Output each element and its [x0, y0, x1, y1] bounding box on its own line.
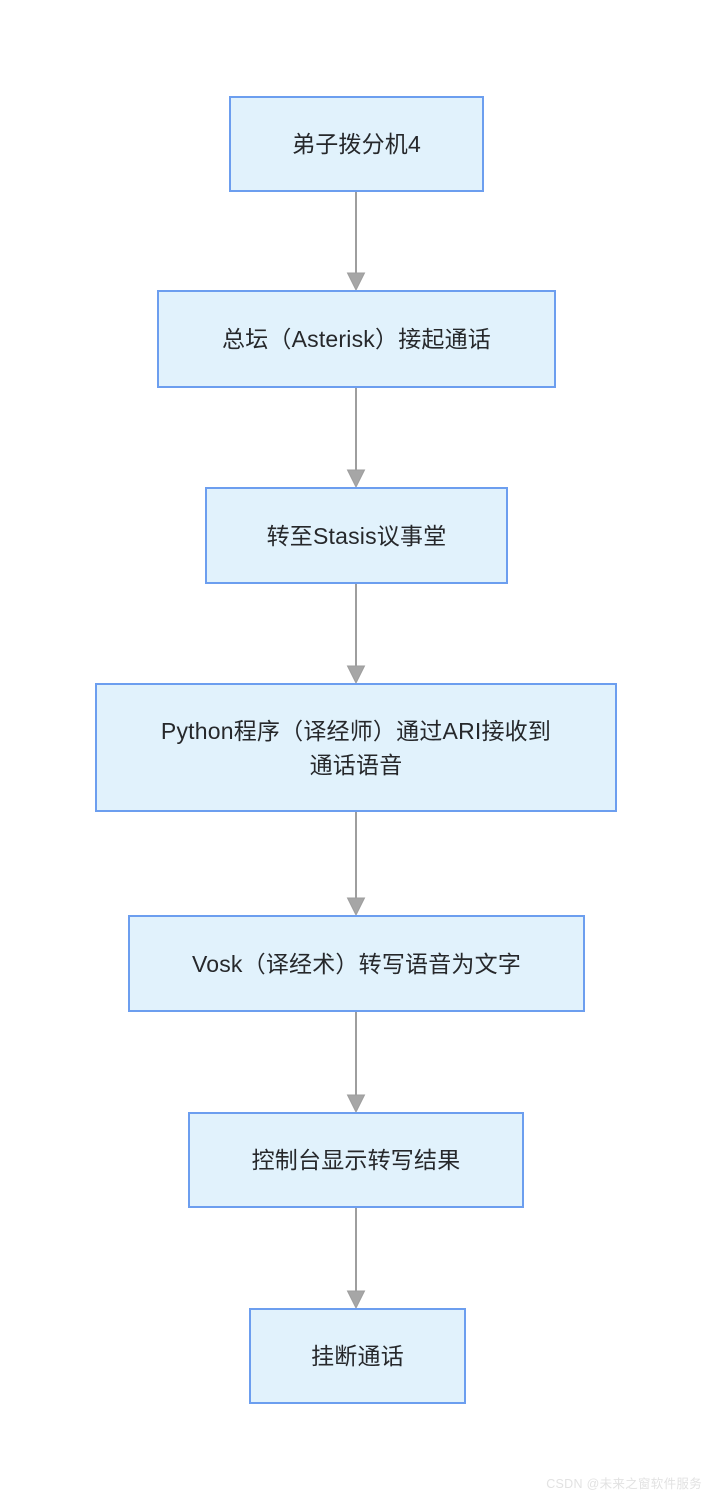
flow-node-label: 弟子拨分机4: [292, 131, 421, 157]
flow-node-label: 总坛（Asterisk）接起通话: [222, 326, 491, 352]
flow-edge-e4: [346, 812, 366, 917]
flow-node-n1[interactable]: 弟子拨分机4: [229, 96, 484, 192]
flow-node-n4[interactable]: Python程序（译经师）通过ARI接收到 通话语音: [95, 683, 617, 812]
flow-node-label: Vosk（译经术）转写语音为文字: [191, 950, 522, 977]
flow-node-label: Python程序（译经师）通过ARI接收到 通话语音: [160, 717, 552, 778]
flow-node-label: 控制台显示转写结果: [251, 1147, 461, 1173]
flow-node-n5[interactable]: Vosk（译经术）转写语音为文字: [128, 915, 585, 1012]
csdn-watermark: CSDN @未来之窗软件服务: [546, 1477, 702, 1491]
flow-node-label: 转至Stasis议事堂: [266, 522, 447, 549]
flow-node-n6[interactable]: 控制台显示转写结果: [188, 1112, 524, 1208]
flow-edge-e5: [346, 1012, 366, 1114]
flow-edge-e1: [346, 192, 366, 292]
flow-edge-e3: [346, 584, 366, 685]
flow-edge-e2: [346, 388, 366, 489]
flow-node-n2[interactable]: 总坛（Asterisk）接起通话: [157, 290, 556, 388]
flow-edge-e6: [346, 1208, 366, 1310]
flow-node-n7[interactable]: 挂断通话: [249, 1308, 466, 1404]
flow-node-label: 挂断通话: [311, 1343, 404, 1369]
flow-node-n3[interactable]: 转至Stasis议事堂: [205, 487, 508, 584]
